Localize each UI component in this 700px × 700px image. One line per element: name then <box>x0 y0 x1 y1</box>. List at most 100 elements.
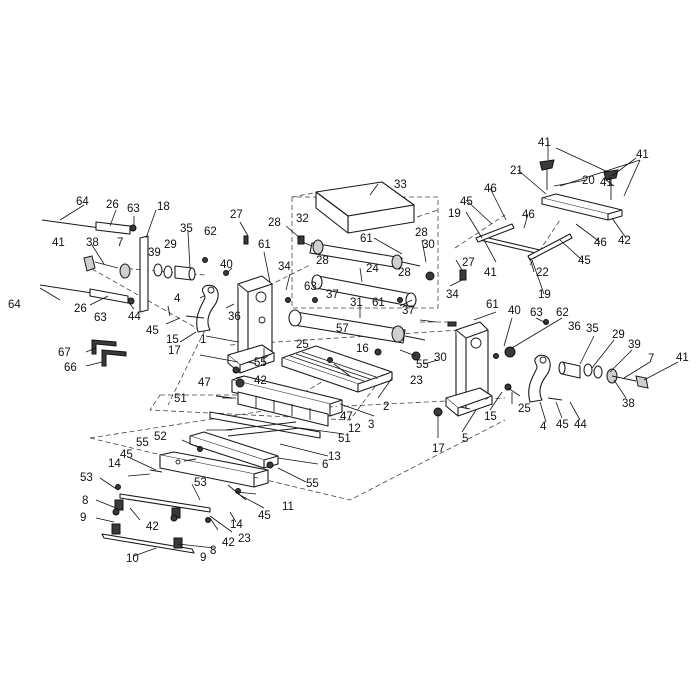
callout-28-a: 28 <box>268 217 281 229</box>
callout-55-a: 53 <box>80 472 93 484</box>
callout-4-left: 4 <box>174 293 181 305</box>
callout-42-left: 41 <box>52 237 65 249</box>
callout-55-b: 53 <box>194 477 207 489</box>
callout-9-a: 9 <box>80 512 86 524</box>
callout-44-left: 44 <box>128 311 141 323</box>
callout-46: 46 <box>522 209 535 221</box>
callout-7-left: 7 <box>117 237 123 249</box>
callout-6: 6 <box>322 459 328 471</box>
callout-4-right: 4 <box>540 421 547 433</box>
callout-43-mid: 42 <box>254 375 267 387</box>
callout-33: 33 <box>394 179 407 191</box>
callout-42-top: 41 <box>538 137 551 149</box>
callout-64-lower: 64 <box>8 299 21 311</box>
callout-19-lower: 19 <box>538 289 551 301</box>
callout-32: 32 <box>296 213 309 225</box>
callout-53-b: 55 <box>416 359 429 371</box>
callout-17-left: 17 <box>168 345 181 357</box>
callout-61-mid: 61 <box>360 233 373 245</box>
callout-29-right: 29 <box>612 329 625 341</box>
callout-28-d: 28 <box>398 267 411 279</box>
small-fasteners <box>112 235 563 523</box>
callout-61-right: 61 <box>486 299 499 311</box>
part-24-middle-roller <box>311 274 417 308</box>
callout-43-b: 42 <box>222 537 235 549</box>
callout-67: 67 <box>58 347 71 359</box>
callout-37-upper: 37 <box>326 289 339 301</box>
callout-16: 16 <box>356 343 369 355</box>
callout-62-left: 62 <box>204 226 217 238</box>
part-21-top-bracket <box>539 159 623 221</box>
part-42-knob-left <box>83 255 196 281</box>
callout-18: 18 <box>157 201 170 213</box>
callout-29-left: 29 <box>164 239 177 251</box>
callout-63-lower: 63 <box>94 312 107 324</box>
callout-39-left: 39 <box>148 247 161 259</box>
callout-45-lower-a: 45 <box>120 449 133 461</box>
callout-34-left: 34 <box>278 261 291 273</box>
callout-53-c: 55 <box>136 437 149 449</box>
callout-63-mid: 63 <box>304 281 317 293</box>
callout-25-right: 25 <box>518 403 531 415</box>
part-64-shaft-lower <box>39 284 135 305</box>
callout-42-right: 41 <box>676 352 689 364</box>
callout-45-right-top: 45 <box>578 255 591 267</box>
part-6-lower-bar <box>159 451 269 488</box>
callout-45-lower-b: 45 <box>258 510 271 522</box>
callout-51-upper: 51 <box>174 393 187 405</box>
callout-26-upper: 26 <box>106 199 119 211</box>
part-5-right-side-frame <box>445 321 493 417</box>
part-4-cam-lever-right <box>528 354 551 403</box>
callout-27-right: 27 <box>462 257 475 269</box>
part-55-lower-strip <box>114 493 211 519</box>
callout-61-left: 61 <box>258 239 271 251</box>
callout-2: 2 <box>383 401 389 413</box>
callout-28-b: 28 <box>316 255 329 267</box>
callout-40-right: 40 <box>508 305 521 317</box>
part-2-clamp-bar <box>231 375 343 427</box>
callout-26-lower: 26 <box>74 303 87 315</box>
part-1-left-side-frame <box>227 275 275 374</box>
callout-57: 57 <box>336 323 349 335</box>
callout-35-right: 35 <box>586 323 599 335</box>
callout-45-right: 45 <box>556 419 569 431</box>
callout-8-b: 8 <box>210 545 216 557</box>
callout-22: 22 <box>536 267 549 279</box>
part-19-link-arm <box>475 223 515 243</box>
callout-23-lower: 23 <box>238 533 251 545</box>
callout-43-a: 42 <box>146 521 159 533</box>
callout-47-top: 46 <box>484 183 497 195</box>
callout-66: 66 <box>64 362 77 374</box>
callout-40-left: 40 <box>220 259 233 271</box>
callout-44-right: 44 <box>574 419 587 431</box>
callout-10: 10 <box>126 553 139 565</box>
callout-41-mid: 41 <box>600 177 613 189</box>
callout-31: 31 <box>350 297 363 309</box>
callout-30-upper: 30 <box>422 239 435 251</box>
callout-35-left: 35 <box>180 223 193 235</box>
part-64-shaft-upper <box>41 219 137 235</box>
callout-11: 11 <box>282 501 294 513</box>
callout-14-b: 14 <box>230 519 243 531</box>
callout-38-left: 38 <box>86 237 99 249</box>
callout-53-d: 55 <box>306 478 319 490</box>
callout-19-top: 19 <box>448 208 461 220</box>
parts-66-67-allen-keys <box>91 339 127 367</box>
part-33-cover <box>315 181 415 234</box>
part-4-cam-lever-left <box>196 284 219 333</box>
part-35-gear-right <box>558 361 649 389</box>
callout-27-left: 27 <box>230 209 243 221</box>
callout-1: 1 <box>200 334 206 346</box>
callout-3: 3 <box>368 419 374 431</box>
callout-36-left: 36 <box>228 311 241 323</box>
callout-63-right: 63 <box>530 307 543 319</box>
part-22-link-bar <box>479 233 573 261</box>
callout-25-mid: 25 <box>296 339 309 351</box>
callout-51-lower: 51 <box>338 433 351 445</box>
part-57-lower-roller <box>288 309 426 344</box>
callout-23-mid: 23 <box>410 375 423 387</box>
callout-41-lower: 41 <box>484 267 497 279</box>
callout-28-c: 28 <box>415 227 428 239</box>
callout-30-lower: 30 <box>434 352 447 364</box>
callout-45-top: 45 <box>460 196 473 208</box>
